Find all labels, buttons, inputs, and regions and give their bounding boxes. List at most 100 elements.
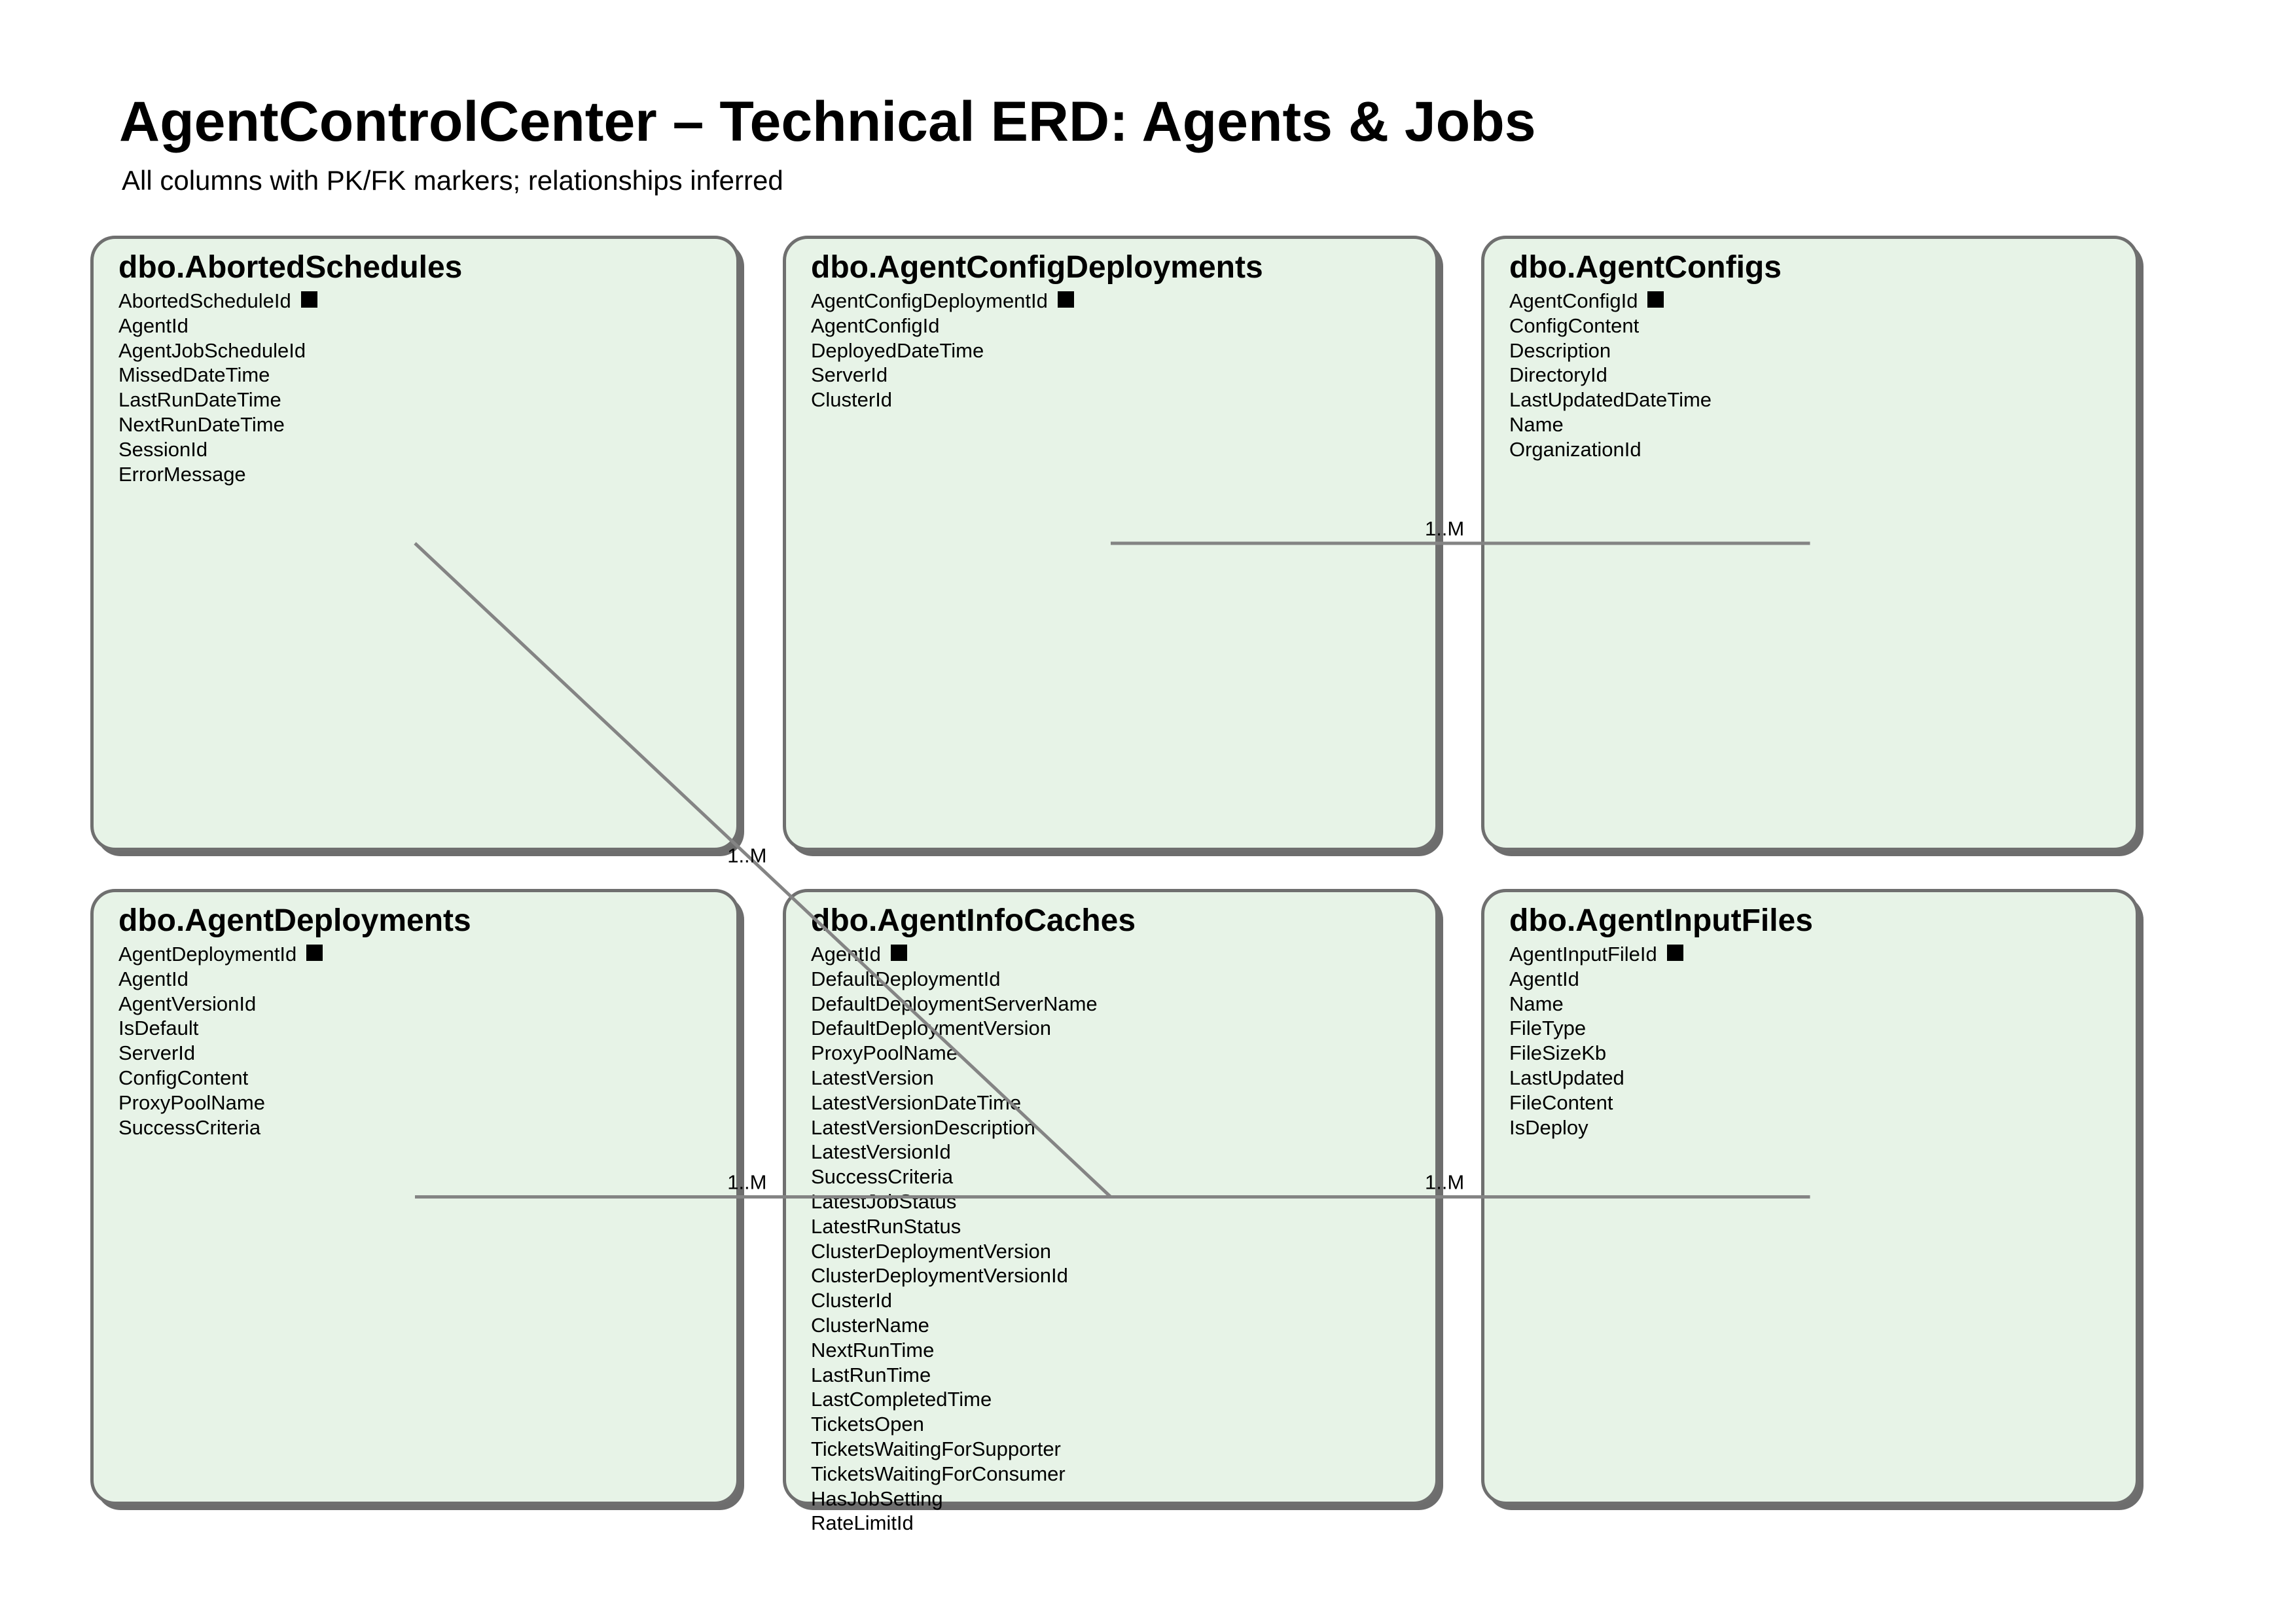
column-name: RateLimitId (811, 1511, 914, 1535)
column-NextRunTime: NextRunTime (811, 1338, 1435, 1363)
column-name: LastUpdated (1509, 1066, 1624, 1089)
column-name: FileSizeKb (1509, 1041, 1607, 1065)
column-name: AgentDeploymentId (118, 943, 297, 965)
column-name: AgentConfigId (811, 314, 940, 337)
column-name: HasJobSetting (811, 1487, 943, 1510)
column-NextRunDateTime: NextRunDateTime (118, 412, 736, 437)
column-ServerId: ServerId (811, 363, 1435, 388)
column-ProxyPoolName: ProxyPoolName (118, 1091, 736, 1115)
pk-marker-icon (1647, 291, 1664, 308)
column-Name: Name (1509, 412, 2136, 437)
column-DeployedDateTime: DeployedDateTime (811, 338, 1435, 363)
column-name: ClusterDeploymentVersion (811, 1239, 1052, 1263)
entity-title: dbo.AgentConfigDeployments (811, 250, 1263, 285)
column-name: AgentConfigId (1509, 289, 1638, 312)
column-name: ConfigContent (118, 1066, 249, 1089)
column-name: TicketsWaitingForConsumer (811, 1462, 1066, 1485)
column-name: FileContent (1509, 1091, 1613, 1114)
column-name: DefaultDeploymentVersion (811, 1017, 1052, 1040)
column-name: ClusterDeploymentVersionId (811, 1264, 1068, 1288)
column-ConfigContent: ConfigContent (1509, 314, 2136, 338)
column-name: ClusterId (811, 388, 893, 412)
column-ClusterDeploymentVersion: ClusterDeploymentVersion (811, 1239, 1435, 1264)
column-DefaultDeploymentVersion: DefaultDeploymentVersion (811, 1016, 1435, 1041)
column-name: TicketsOpen (811, 1413, 924, 1436)
column-name: ClusterId (811, 1289, 893, 1312)
column-RateLimitId: RateLimitId (811, 1511, 1435, 1536)
column-DefaultDeploymentServerName: DefaultDeploymentServerName (811, 992, 1435, 1017)
relationship-cardinality-label: 1..M (727, 844, 766, 867)
column-name: ServerId (811, 363, 888, 387)
entity-title: dbo.AgentInputFiles (1509, 903, 1813, 938)
column-Name: Name (1509, 992, 2136, 1017)
column-MissedDateTime: MissedDateTime (118, 363, 736, 388)
column-AgentId: AgentId (811, 942, 1435, 967)
column-name: LatestJobStatus (811, 1189, 957, 1213)
column-AgentVersionId: AgentVersionId (118, 992, 736, 1017)
pk-marker-icon (300, 291, 317, 308)
column-ClusterDeploymentVersionId: ClusterDeploymentVersionId (811, 1263, 1435, 1288)
column-AbortedScheduleId: AbortedScheduleId (118, 289, 736, 314)
column-name: ServerId (118, 1041, 196, 1065)
column-SuccessCriteria: SuccessCriteria (118, 1115, 736, 1140)
column-name: Description (1509, 338, 1611, 362)
column-name: DefaultDeploymentServerName (811, 992, 1098, 1015)
column-name: LastRunDateTime (118, 388, 281, 412)
column-LastRunDateTime: LastRunDateTime (118, 388, 736, 412)
column-DirectoryId: DirectoryId (1509, 363, 2136, 388)
column-name: SuccessCriteria (118, 1115, 261, 1139)
column-name: ClusterName (811, 1313, 929, 1337)
column-AgentConfigId: AgentConfigId (811, 314, 1435, 338)
column-name: LastUpdatedDateTime (1509, 388, 1712, 412)
column-name: AgentId (118, 314, 188, 337)
column-name: LastCompletedTime (811, 1388, 992, 1411)
column-AgentConfigDeploymentId: AgentConfigDeploymentId (811, 289, 1435, 314)
column-ClusterName: ClusterName (811, 1313, 1435, 1338)
column-FileSizeKb: FileSizeKb (1509, 1041, 2136, 1066)
column-AgentId: AgentId (118, 967, 736, 992)
column-name: LatestVersion (811, 1066, 934, 1089)
column-name: LatestRunStatus (811, 1214, 961, 1238)
column-LastUpdated: LastUpdated (1509, 1066, 2136, 1091)
column-name: Name (1509, 992, 1564, 1015)
column-name: LastRunTime (811, 1363, 931, 1386)
column-name: ConfigContent (1509, 314, 1640, 337)
column-AgentConfigId: AgentConfigId (1509, 289, 2136, 314)
column-FileType: FileType (1509, 1016, 2136, 1041)
column-FileContent: FileContent (1509, 1091, 2136, 1115)
column-name: AgentConfigDeploymentId (811, 289, 1048, 312)
column-LatestRunStatus: LatestRunStatus (811, 1214, 1435, 1239)
column-name: AgentInputFileId (1509, 943, 1657, 965)
column-AgentId: AgentId (118, 314, 736, 338)
column-ClusterId: ClusterId (811, 388, 1435, 412)
column-name: NextRunDateTime (118, 412, 285, 436)
column-OrganizationId: OrganizationId (1509, 437, 2136, 462)
column-DefaultDeploymentId: DefaultDeploymentId (811, 967, 1435, 992)
column-TicketsWaitingForConsumer: TicketsWaitingForConsumer (811, 1462, 1435, 1487)
column-ServerId: ServerId (118, 1041, 736, 1066)
column-AgentId: AgentId (1509, 967, 2136, 992)
column-name: AgentId (811, 943, 881, 965)
column-Description: Description (1509, 338, 2136, 363)
column-LatestVersion: LatestVersion (811, 1066, 1435, 1091)
column-name: DirectoryId (1509, 363, 1607, 387)
column-name: Name (1509, 412, 1564, 436)
column-LatestVersionDescription: LatestVersionDescription (811, 1115, 1435, 1140)
column-ConfigContent: ConfigContent (118, 1066, 736, 1091)
column-name: AbortedScheduleId (118, 289, 291, 312)
pk-marker-icon (890, 945, 907, 961)
column-HasJobSetting: HasJobSetting (811, 1487, 1435, 1511)
column-ProxyPoolName: ProxyPoolName (811, 1041, 1435, 1066)
column-name: LatestVersionDescription (811, 1115, 1035, 1139)
column-name: DefaultDeploymentId (811, 967, 1001, 990)
column-name: DeployedDateTime (811, 338, 984, 362)
